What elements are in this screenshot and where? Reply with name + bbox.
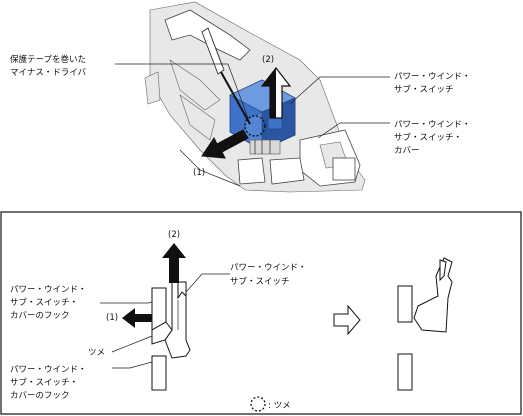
claw-dashed-circle — [244, 115, 266, 137]
detail-switch-label-line1: パワー・ウインド・ — [230, 263, 307, 273]
hook-bottom-label-line2: サブ・スイッチ・ — [10, 377, 78, 388]
switch-label-line2: サブ・スイッチ — [394, 84, 454, 95]
hook-bottom-label-line3: カバーのフック — [10, 391, 70, 401]
cross-section-after — [397, 257, 453, 391]
switch-label-line1: パワー・ウインド・ — [394, 72, 471, 82]
hollow-right-arrow-icon — [333, 304, 361, 336]
detail-arrow-up-icon — [162, 243, 186, 283]
hook-top-label-line1: パワー・ウインド・ — [10, 285, 87, 295]
step1-label-detail: (1) — [106, 313, 118, 323]
claw-label: ツメ — [88, 348, 105, 358]
detail-arrow-left-icon — [122, 308, 152, 328]
legend-label: : ツメ — [268, 401, 291, 411]
cover-label-line3: カバー — [394, 146, 420, 156]
detail-switch-label-line2: サブ・スイッチ — [230, 276, 290, 287]
step2-label-detail: (2) — [168, 230, 180, 240]
detail-box: (2) (1) パワー・ウインド・ サブ・スイッチ パワー・ウインド・ サブ・ス… — [0, 211, 522, 415]
cover-label-line2: サブ・スイッチ・ — [394, 132, 462, 143]
tool-label-line1: 保護テープを巻いた — [10, 54, 86, 65]
hook-top-label-line3: カバーのフック — [10, 311, 70, 321]
hook-top-label-line2: サブ・スイッチ・ — [10, 297, 78, 308]
screwdriver-icon — [201, 27, 251, 125]
tool-label-line2: マイナス・ドライバ — [10, 68, 87, 78]
cover-label-line1: パワー・ウインド・ — [394, 120, 471, 130]
cross-section-before — [151, 281, 191, 391]
step1-label-top: (1) — [193, 168, 205, 178]
step2-label-top: (2) — [262, 55, 274, 65]
top-illustration: 保護テープを巻いた マイナス・ドライバ パワー・ウインド・ サブ・スイッチ パワ… — [10, 1, 471, 193]
arrow-left-icon — [201, 129, 249, 159]
hook-bottom-label-line1: パワー・ウインド・ — [10, 365, 87, 375]
dashed-circle-icon — [250, 396, 266, 412]
